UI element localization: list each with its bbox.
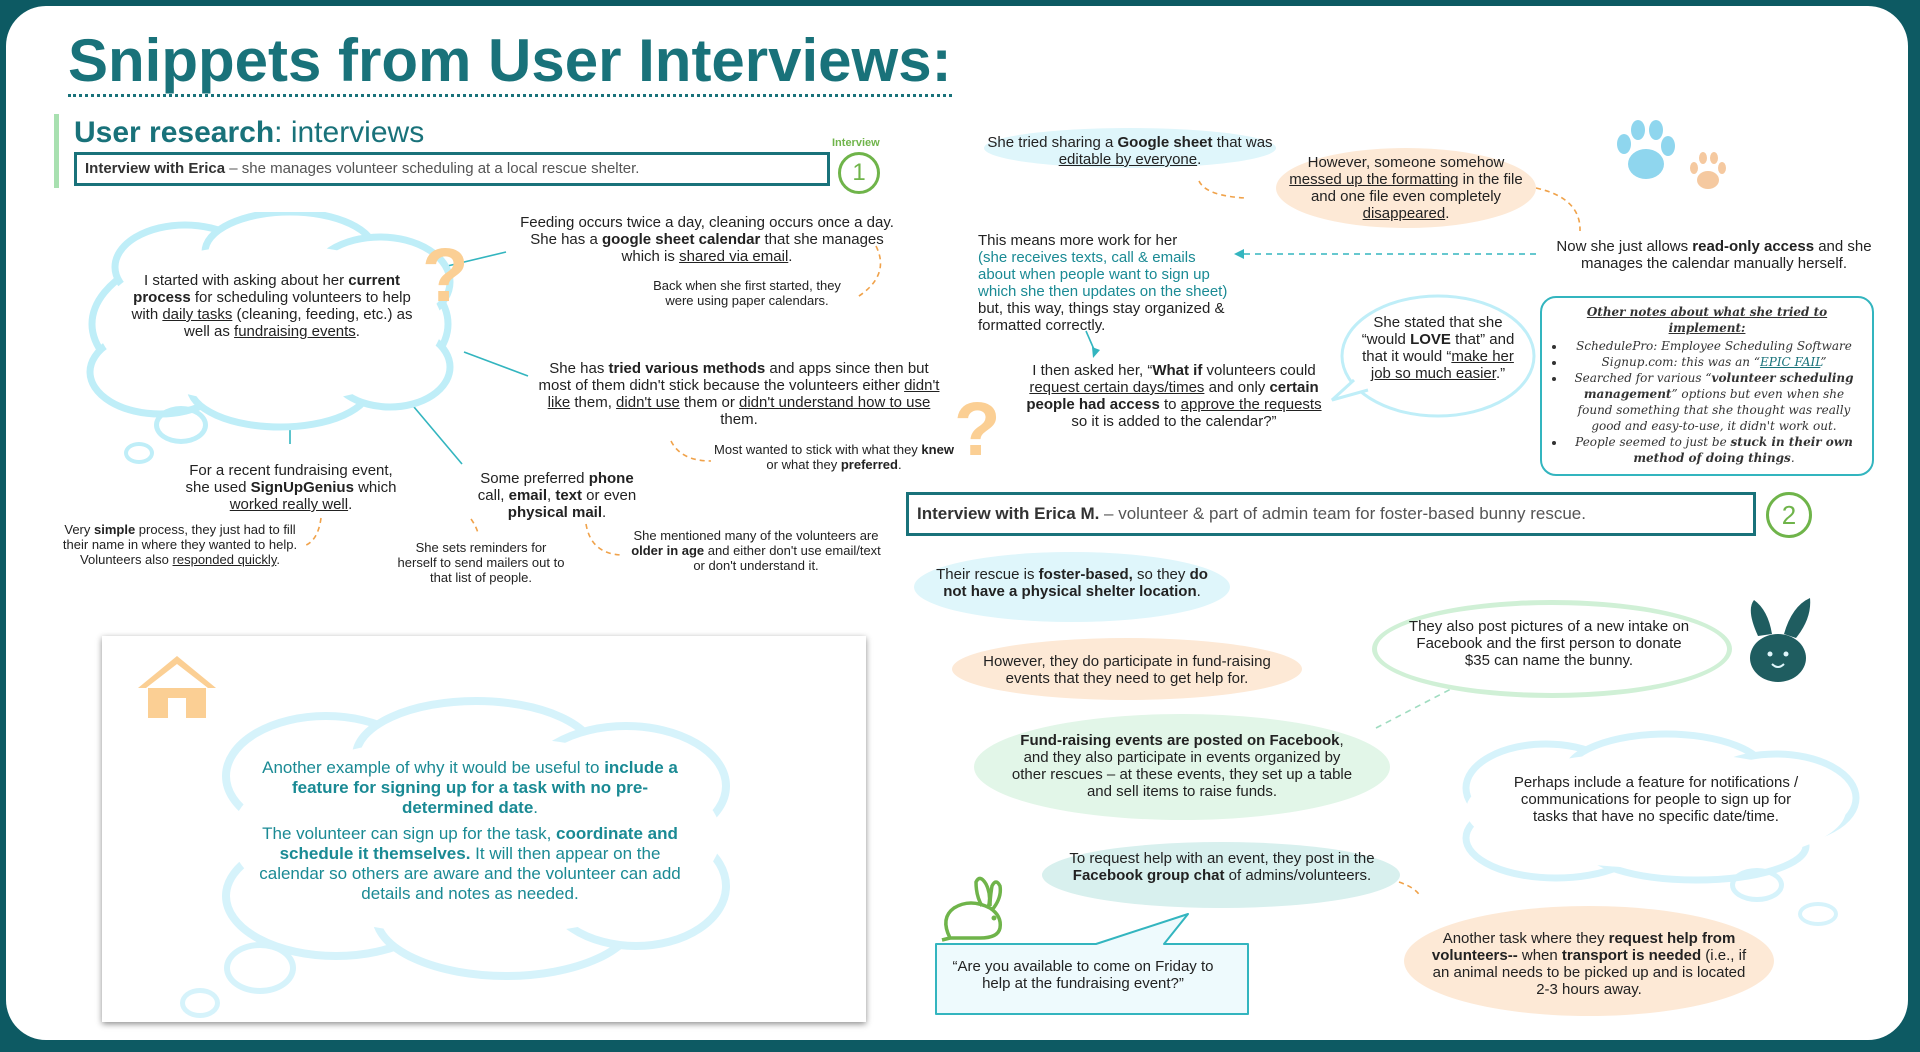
thought-bubble <box>1798 902 1838 926</box>
feeding-note: Feeding occurs twice a day, cleaning occ… <box>520 214 894 265</box>
facebook-events-note: Fund-raising events are posted on Facebo… <box>1011 732 1353 800</box>
bunny-face-icon <box>1750 598 1811 682</box>
section-heading: User research: interviews <box>74 116 425 149</box>
other-notes-title: Other notes about what she tried to impl… <box>1586 305 1828 335</box>
bubble-outline <box>1372 600 1732 698</box>
other-notes-list: SchedulePro: Employee Scheduling Softwar… <box>1552 338 1862 466</box>
bubble-bg <box>952 638 1302 700</box>
transport-note: Another task where they request help fro… <box>1431 930 1747 998</box>
interview-tag: Interview <box>832 137 880 149</box>
simple-process-note: Very simple process, they just had to fi… <box>62 522 298 567</box>
fundraise-note: For a recent fundraising event, she used… <box>185 462 397 513</box>
thought-cloud <box>86 212 454 431</box>
bubble-bg <box>1276 148 1536 228</box>
stick-note: Most wanted to stick with what they knew… <box>714 442 954 472</box>
other-notes-box: Other notes about what she tried to impl… <box>1540 296 1874 476</box>
tried-methods-note: She has tried various methods and apps s… <box>538 360 940 428</box>
thought-bubble <box>124 442 154 464</box>
formatting-note: However, someone somehow messed up the f… <box>1289 154 1523 222</box>
chat-speech-bubble <box>935 913 1249 1015</box>
what-if-question: I then asked her, “What if volunteers co… <box>1026 362 1322 430</box>
canvas: { "title": "Snippets from User Interview… <box>6 6 1908 1040</box>
chat-quote: “Are you available to come on Friday to … <box>952 958 1214 992</box>
interview-1-label: Interview with Erica – she manages volun… <box>74 152 830 186</box>
bubble-bg <box>1042 842 1400 908</box>
question-mark-icon: ? <box>954 387 1001 472</box>
dashed-connector <box>670 440 712 462</box>
paw-print-icon <box>1690 152 1726 189</box>
reminders-note: She sets reminders for herself to send m… <box>397 540 565 585</box>
foster-note: Their rescue is foster-based, so they do… <box>936 566 1208 600</box>
speech-bubble <box>1330 294 1536 418</box>
google-sheet-note: She tried sharing a Google sheet that wa… <box>987 134 1273 168</box>
thought-cloud <box>1462 730 1860 884</box>
love-quote: She stated that she “would LOVE that” an… <box>1361 314 1515 382</box>
insight-paragraph-2: The volunteer can sign up for the task, … <box>259 824 681 903</box>
bubble-bg <box>914 552 1230 622</box>
bunny-naming-note: They also post pictures of a new intake … <box>1408 618 1690 669</box>
contact-preferences-note: Some preferred phone call, email, text o… <box>477 470 637 521</box>
dashed-connector <box>303 517 322 547</box>
list-item: Signup.com: this was an “EPIC FAIL” <box>1566 354 1862 370</box>
insight-paragraph-1: Another example of why it would be usefu… <box>262 758 678 817</box>
group-chat-note: To request help with an event, they post… <box>1069 850 1375 884</box>
dashed-connector <box>855 245 882 299</box>
read-only-note: Now she just allows read-only access and… <box>1556 238 1872 272</box>
list-item: Searched for various “volunteer scheduli… <box>1566 370 1862 434</box>
older-volunteers-note: She mentioned many of the volunteers are… <box>631 528 881 573</box>
page-title: Snippets from User Interviews: <box>68 28 952 97</box>
house-icon <box>138 656 216 718</box>
list-item: People seemed to just be stuck in their … <box>1566 434 1862 466</box>
question-mark-icon: ? <box>422 233 469 318</box>
fundraising-events-note: However, they do participate in fund-rai… <box>983 653 1271 687</box>
thought-bubble <box>1730 868 1784 902</box>
notification-idea-note: Perhaps include a feature for notificati… <box>1513 774 1799 825</box>
dashed-connector <box>1198 180 1247 199</box>
thought-cloud <box>222 697 730 980</box>
dashed-connector <box>1398 881 1421 897</box>
bubble-bg <box>974 714 1390 820</box>
connector-line <box>463 351 529 377</box>
rabbit-icon <box>941 876 1003 942</box>
paw-print-icon <box>1617 120 1675 179</box>
bubble-bg <box>984 128 1276 168</box>
arrowhead <box>1092 347 1100 358</box>
dashed-connector <box>1535 187 1581 232</box>
section-accent-bar <box>54 114 59 188</box>
interview-2-label: Interview with Erica M. – volunteer & pa… <box>906 492 1756 536</box>
thought-bubble <box>224 942 296 994</box>
list-item: SchedulePro: Employee Scheduling Softwar… <box>1566 338 1862 354</box>
paper-note: Back when she first started, they were u… <box>653 278 841 308</box>
more-work-note: This means more work for her(she receive… <box>978 232 1228 334</box>
arrowhead <box>1234 249 1244 259</box>
cloud-1-text: I started with asking about her current … <box>131 272 413 340</box>
interview-2-number: 2 <box>1766 492 1812 538</box>
interview-1-number: 1 <box>838 152 880 194</box>
dashed-connector <box>470 518 479 534</box>
thought-bubble <box>180 988 220 1018</box>
dashed-connector <box>585 523 623 556</box>
thought-bubble <box>154 406 208 444</box>
bubble-bg <box>1404 906 1774 1016</box>
